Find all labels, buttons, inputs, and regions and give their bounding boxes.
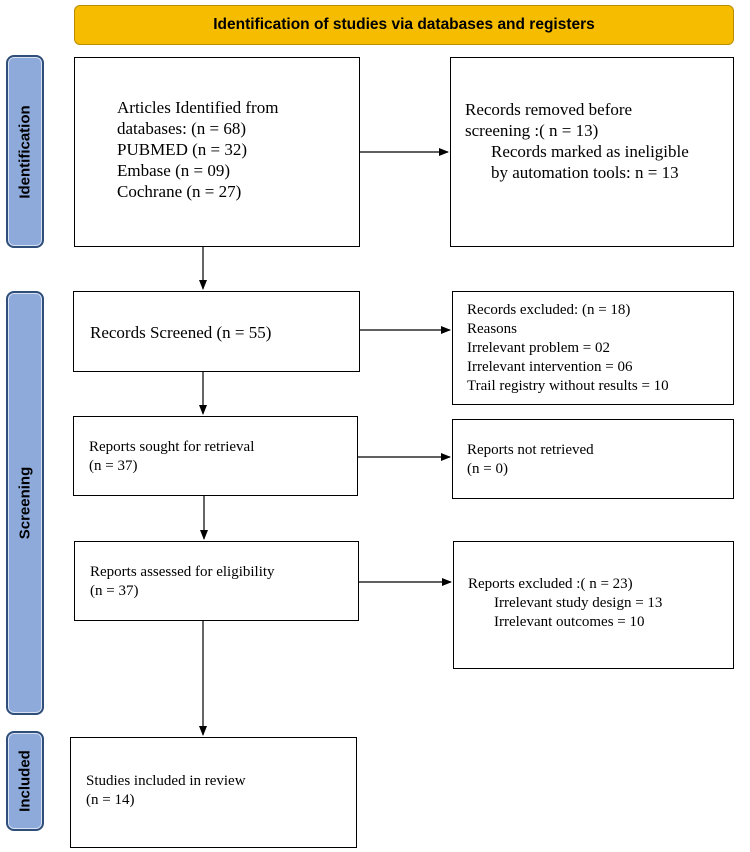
header-banner: Identification of studies via databases … [74,5,734,45]
sought-line-1: Reports sought for retrieval [89,439,255,455]
excluded-line-5: Trail registry without results = 10 [467,378,669,394]
assessed-line-1: Reports assessed for eligibility [90,564,275,580]
reports-excluded-sub-2: Irrelevant outcomes = 10 [494,614,645,630]
sought-line-2: (n = 37) [89,458,138,474]
identified-line-5: Cochrane (n = 27) [117,182,242,201]
not-retrieved-line-2: (n = 0) [467,461,508,477]
phase-included: Included [6,731,44,831]
box-studies-included: Studies included in review (n = 14) [70,737,357,848]
identified-line-1: Articles Identified from [117,98,279,117]
identified-line-2: databases: (n = 68) [117,119,247,138]
removed-line-2: screening :( n = 13) [465,121,599,140]
box-reports-assessed: Reports assessed for eligibility (n = 37… [74,541,359,621]
reports-excluded-sub-1: Irrelevant study design = 13 [494,595,663,611]
excluded-line-4: Irrelevant intervention = 06 [467,359,633,375]
included-line-2: (n = 14) [86,792,135,808]
box-records-identified: Articles Identified from databases: (n =… [74,57,360,247]
screened-line-1: Records Screened (n = 55) [90,323,272,342]
removed-sub-1: Records marked as ineligible [491,142,689,161]
box-records-removed: Records removed before screening :( n = … [450,57,734,247]
box-records-excluded: Records excluded: (n = 18) Reasons Irrel… [452,291,734,405]
phase-identification: Identification [6,55,44,248]
excluded-line-2: Reasons [467,321,517,337]
removed-sub-2: by automation tools: n = 13 [491,163,679,182]
excluded-line-1: Records excluded: (n = 18) [467,302,631,318]
box-reports-excluded: Reports excluded :( n = 23) Irrelevant s… [453,541,734,669]
header-title: Identification of studies via databases … [213,16,595,33]
phase-screening: Screening [6,291,44,715]
box-reports-not-retrieved: Reports not retrieved (n = 0) [452,419,734,499]
removed-line-1: Records removed before [465,100,633,119]
not-retrieved-line-1: Reports not retrieved [467,442,594,458]
box-reports-sought: Reports sought for retrieval (n = 37) [73,416,358,496]
reports-excluded-line-1: Reports excluded :( n = 23) [468,576,633,592]
assessed-line-2: (n = 37) [90,583,139,599]
identified-line-3: PUBMED (n = 32) [117,140,248,159]
box-records-screened: Records Screened (n = 55) [73,291,360,372]
included-line-1: Studies included in review [86,773,246,789]
excluded-line-3: Irrelevant problem = 02 [467,340,610,356]
identified-line-4: Embase (n = 09) [117,161,230,180]
